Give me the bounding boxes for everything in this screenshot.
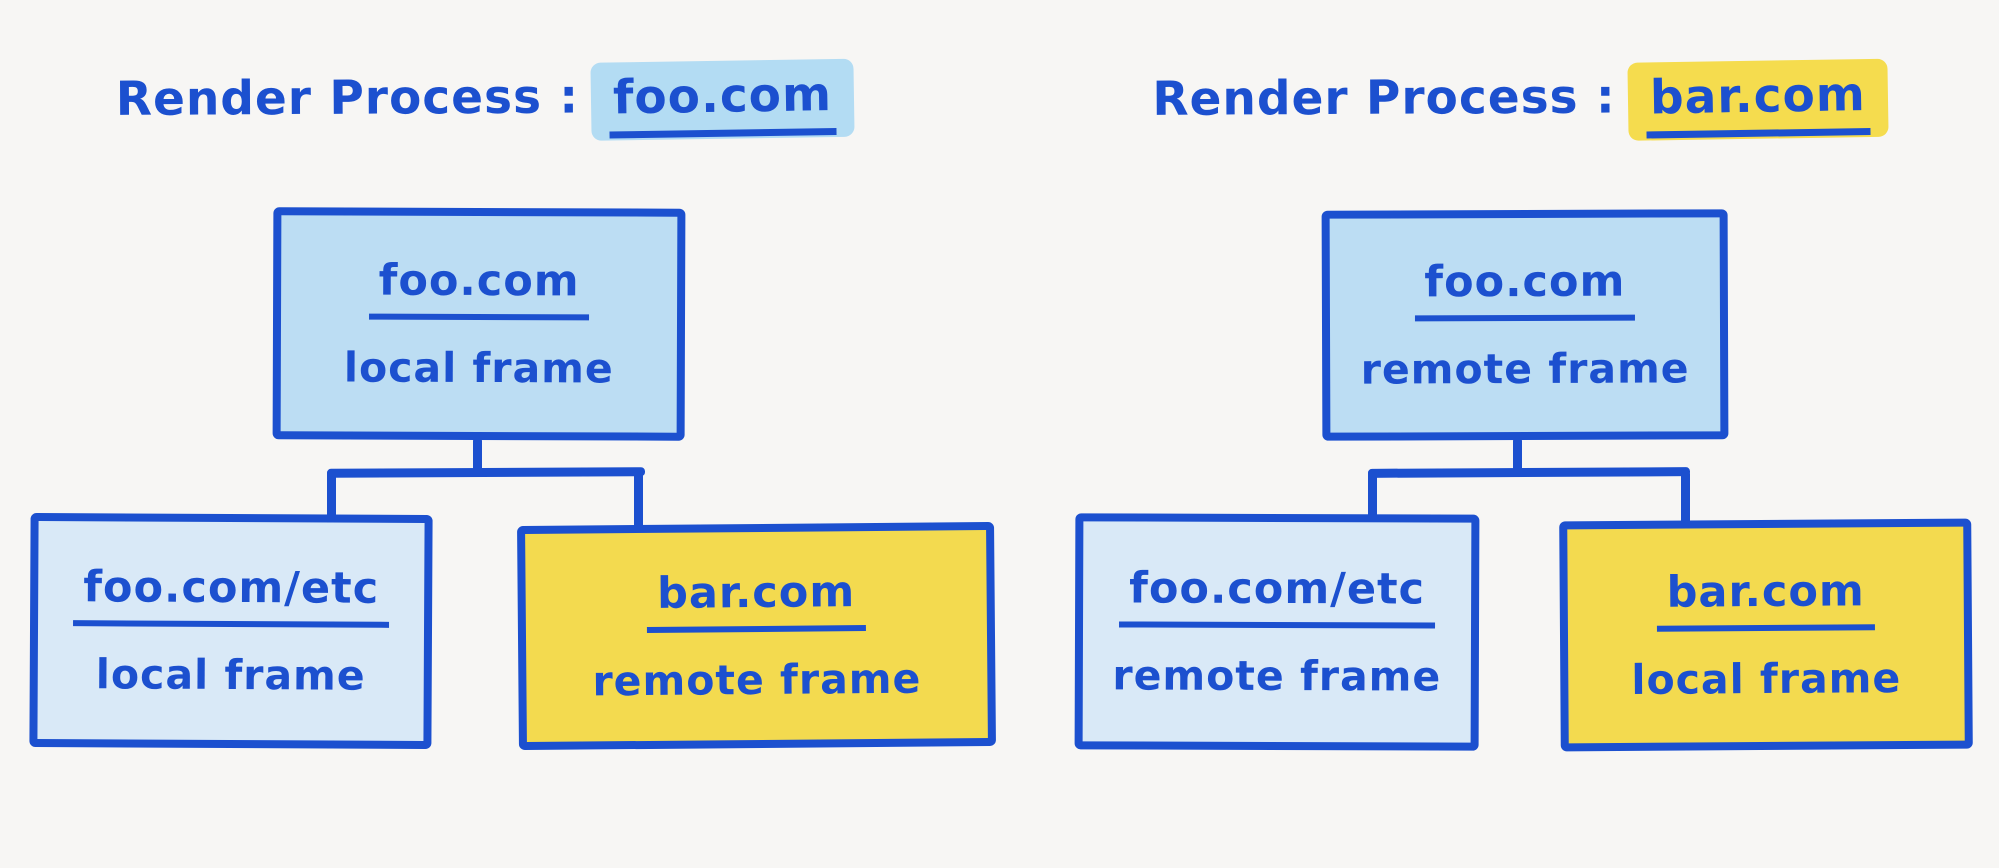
node-frame-label: remote frame: [1360, 344, 1690, 394]
node-frame-label: local frame: [343, 343, 614, 393]
node-domain: foo.com/etc: [73, 562, 390, 628]
frame-node-foo-root: foo.com local frame: [272, 207, 686, 441]
title-domain-highlight: foo.com: [590, 58, 855, 141]
node-frame-label: remote frame: [1112, 651, 1442, 701]
tree-connector-stem: [473, 437, 482, 477]
render-process-title-foo: Render Process : foo.com: [110, 58, 860, 142]
node-frame-label: local frame: [95, 650, 366, 700]
tree-connector-stem: [1513, 437, 1522, 477]
node-domain: foo.com/etc: [1119, 563, 1436, 629]
frame-node-foo-etc: foo.com/etc local frame: [29, 512, 433, 750]
node-domain: foo.com: [368, 255, 590, 321]
frame-node-foo-root-remote: foo.com remote frame: [1321, 209, 1729, 441]
node-domain: bar.com: [646, 567, 866, 633]
frame-node-bar-local: bar.com local frame: [1559, 518, 1973, 752]
tree-connector-drop-right: [1681, 470, 1690, 530]
node-domain: bar.com: [1656, 566, 1875, 632]
tree-connector-drop-right: [634, 470, 643, 534]
title-domain-highlight: bar.com: [1627, 58, 1889, 141]
tree-connector-drop-left: [327, 470, 336, 524]
title-domain: foo.com: [608, 66, 837, 139]
title-prefix: Render Process :: [1152, 69, 1616, 127]
render-process-title-bar: Render Process : bar.com: [1140, 58, 1900, 142]
title-domain: bar.com: [1645, 67, 1871, 139]
frame-node-foo-etc-remote: foo.com/etc remote frame: [1074, 513, 1480, 751]
node-frame-label: remote frame: [592, 654, 922, 706]
node-domain: foo.com: [1414, 256, 1636, 322]
title-prefix: Render Process :: [115, 69, 580, 127]
node-frame-label: local frame: [1631, 654, 1902, 704]
tree-connector-bar: [326, 467, 646, 478]
tree-connector-bar: [1367, 467, 1691, 478]
frame-node-bar-remote: bar.com remote frame: [517, 521, 996, 751]
tree-connector-drop-left: [1368, 470, 1377, 524]
